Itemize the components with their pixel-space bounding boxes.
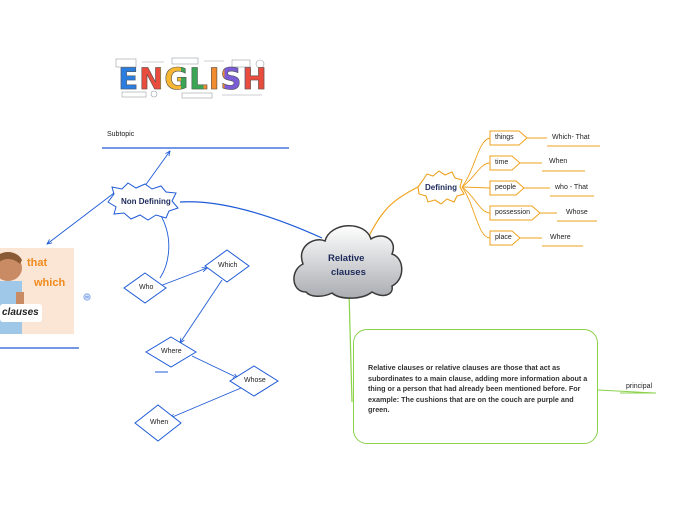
image-word-that: that [27,257,47,269]
connector-defining [368,187,418,238]
central-topic-line2[interactable]: clauses [331,267,366,278]
description-box[interactable]: Relative clauses or relative clauses are… [353,329,598,444]
defining-item-things[interactable]: things [495,134,514,141]
connector-non-defining [180,202,322,238]
central-topic-line1[interactable]: Relative [328,253,364,264]
logo-text: ENGLISH [112,62,274,96]
relative-clauses-image[interactable]: that which clauses [0,248,74,334]
defining-label[interactable]: Defining [425,183,457,192]
who-node[interactable]: Who [139,284,153,291]
defining-item-possession[interactable]: possession [495,209,530,216]
defining-value-place[interactable]: Where [550,234,571,241]
defining-value-things[interactable]: Which- That [552,134,590,141]
description-text: Relative clauses or relative clauses are… [368,363,592,416]
which-node[interactable]: Which [218,262,237,269]
image-word-clauses: clauses [2,307,39,318]
image-word-box: clauses [0,304,42,322]
when-node[interactable]: When [150,419,168,426]
defining-value-connectors [520,138,557,238]
non-defining-label[interactable]: Non Defining [121,197,171,206]
english-logo: ENGLISH [112,56,274,100]
defining-value-possession[interactable]: Whose [566,209,588,216]
defining-item-time[interactable]: time [495,159,508,166]
logo-letters: ENGLISH [118,62,267,96]
defining-connectors [462,138,490,238]
whose-node[interactable]: Whose [244,377,266,384]
connector-description [349,292,352,402]
defining-item-people[interactable]: people [495,184,516,191]
subtopic-label[interactable]: Subtopic [107,131,134,138]
defining-value-people[interactable]: who - That [555,184,588,191]
principal-label[interactable]: principal [626,383,652,390]
image-word-which: which [34,277,65,289]
defining-value-time[interactable]: When [549,158,567,165]
defining-item-place[interactable]: place [495,234,512,241]
non-defining-diamonds [124,250,278,441]
where-node[interactable]: Where [161,348,182,355]
